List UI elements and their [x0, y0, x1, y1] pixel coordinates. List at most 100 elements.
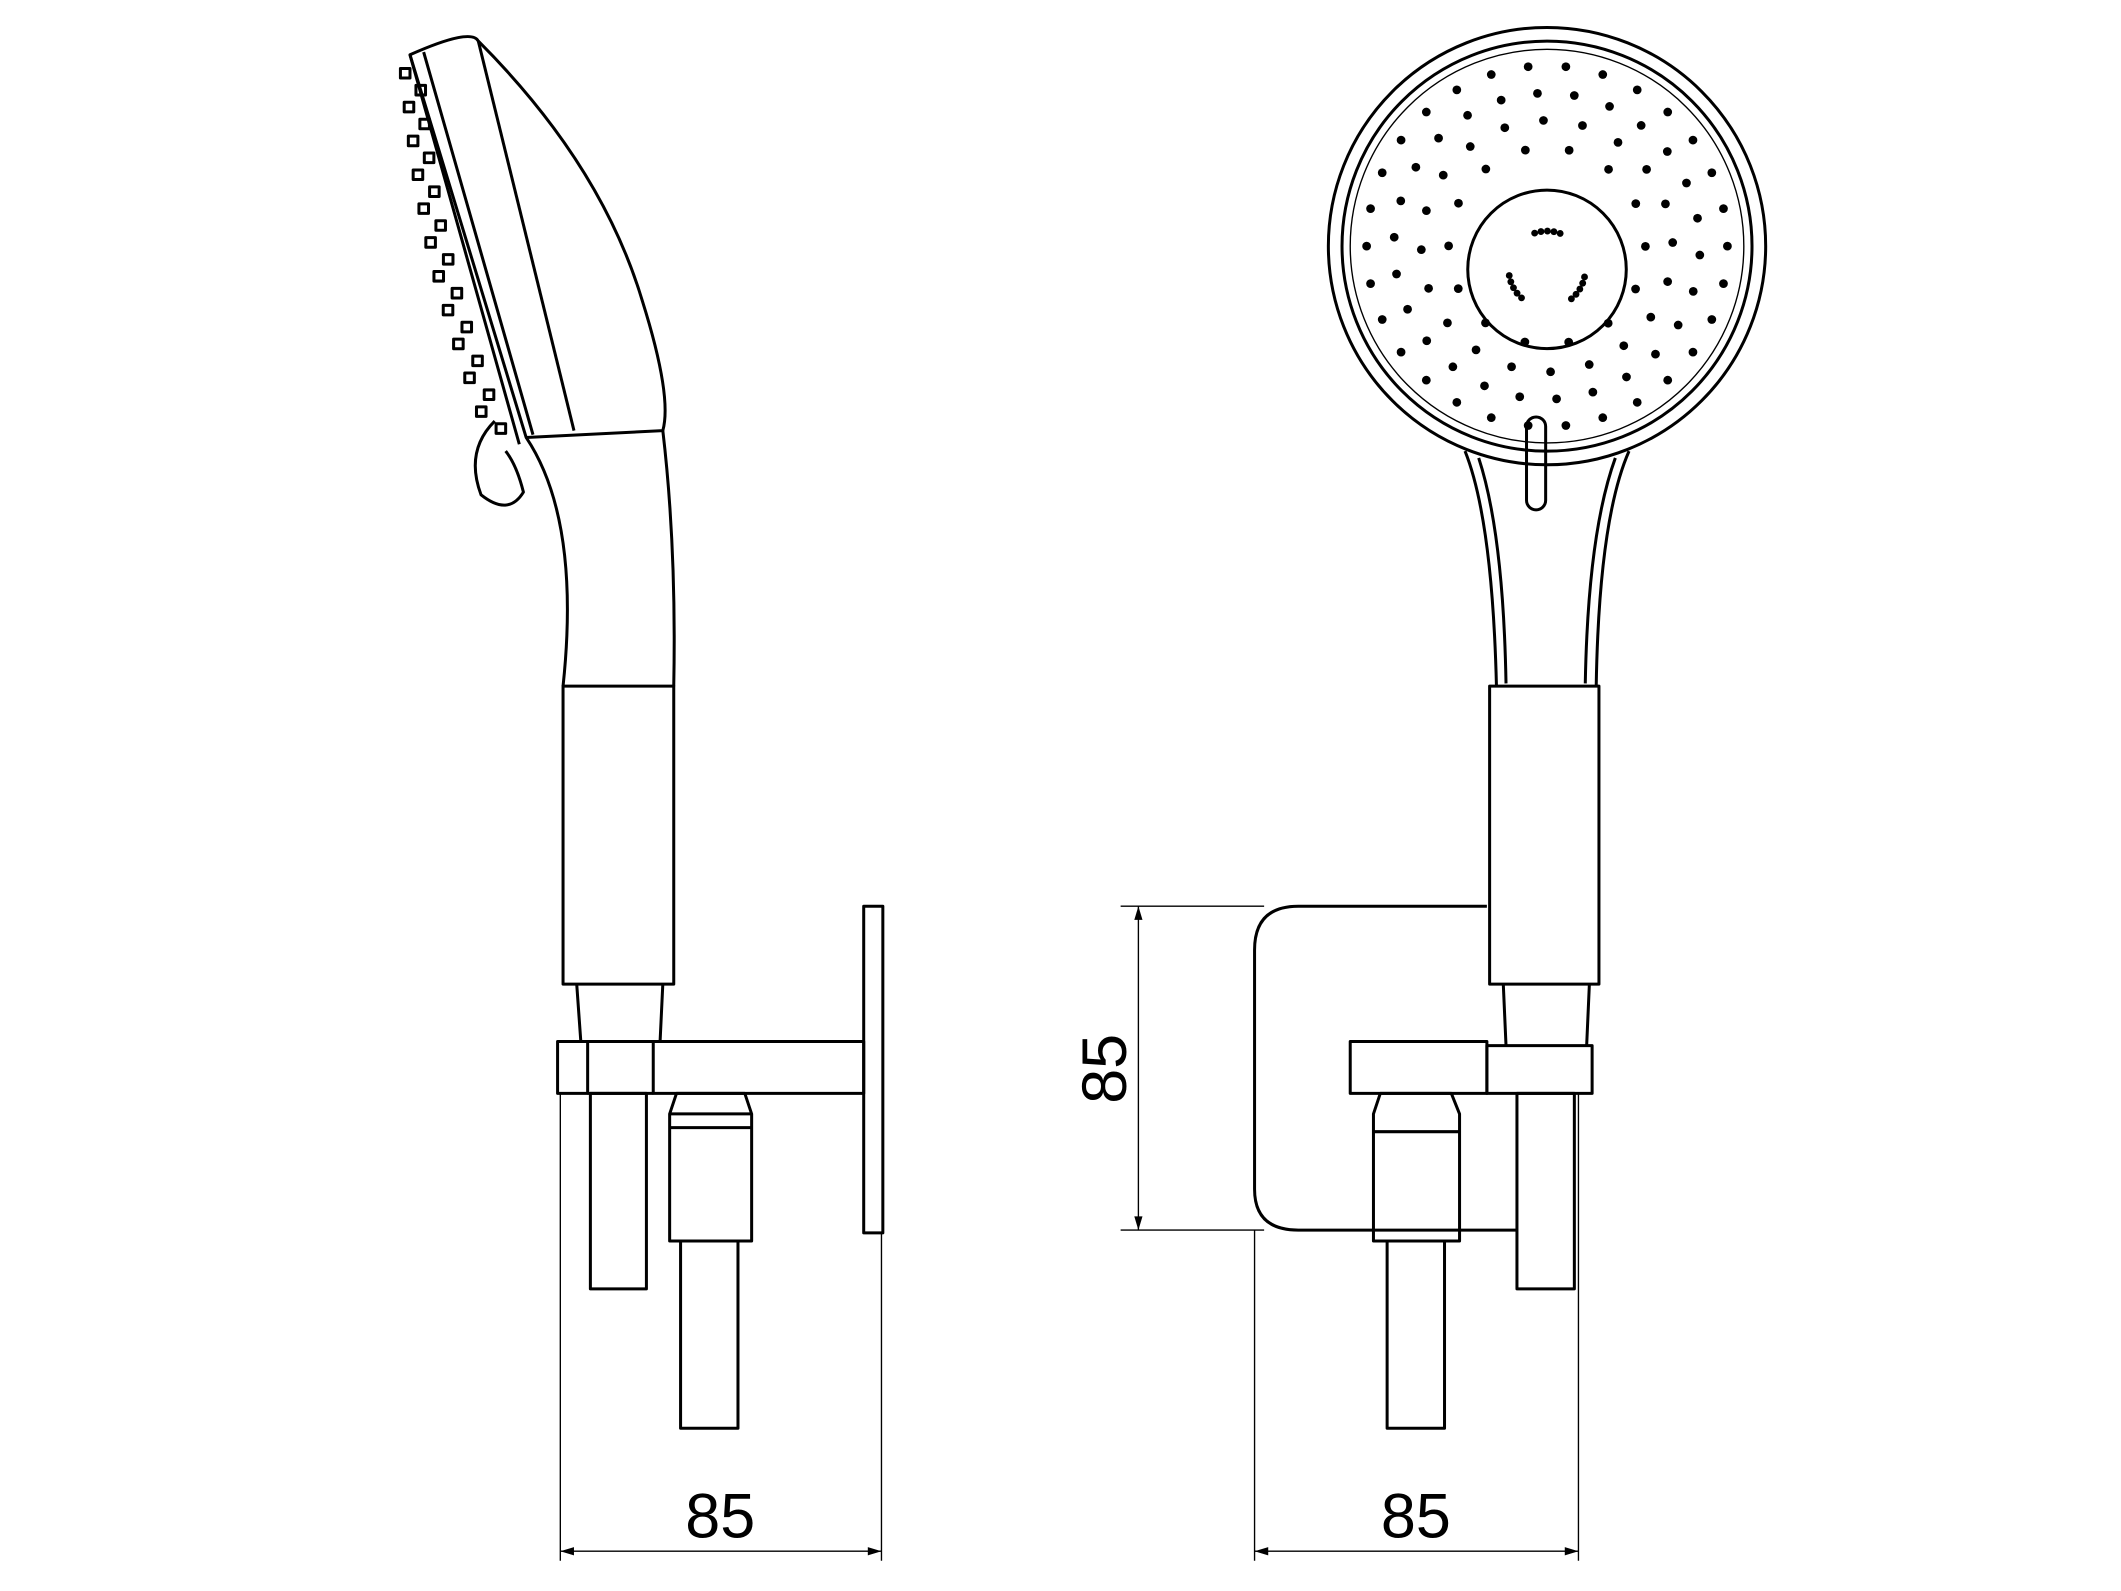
supply-pipe: [1385, 1239, 1447, 1430]
nozzle: [1507, 278, 1515, 286]
hanging-loop: [473, 419, 525, 507]
shower-head-side: [398, 35, 667, 507]
nozzle: [1662, 147, 1672, 156]
nozzle: [1598, 70, 1608, 79]
nozzle: [1631, 199, 1641, 209]
nozzle: [1510, 284, 1517, 292]
nozzle: [1518, 294, 1525, 302]
nozzle: [1546, 367, 1555, 377]
dimension-label: 85: [1070, 1034, 1140, 1104]
nozzle: [424, 236, 437, 249]
nozzle: [1631, 284, 1640, 294]
nozzle: [1673, 320, 1683, 330]
nozzle: [414, 83, 428, 97]
nozzle: [1632, 397, 1642, 407]
nozzle: [1668, 238, 1678, 247]
nozzle: [1661, 199, 1670, 209]
nozzle: [1438, 170, 1448, 180]
nozzle: [1396, 135, 1406, 145]
front-nozzles: [1362, 62, 1732, 430]
nozzle: [1471, 345, 1481, 355]
nozzle: [1520, 145, 1530, 155]
nozzle: [1403, 304, 1412, 314]
nozzle: [460, 320, 474, 334]
nozzle: [1533, 88, 1542, 98]
nozzle: [1719, 204, 1728, 213]
nozzle: [1377, 315, 1387, 324]
spray-selector-lever: [1525, 415, 1548, 512]
nozzle: [1389, 232, 1399, 242]
bracket-arm: [651, 1039, 866, 1095]
nozzle: [1663, 277, 1673, 286]
handle-sleeve: [1488, 684, 1601, 986]
nozzle: [482, 388, 496, 402]
wall-plate: [862, 904, 885, 1235]
nozzle: [1396, 347, 1406, 357]
nozzle: [1688, 286, 1698, 296]
nozzle: [1641, 241, 1650, 251]
nozzle: [1688, 135, 1698, 145]
hose-lower: [588, 1091, 648, 1291]
nozzle: [1513, 289, 1521, 297]
bracket-block: [1348, 1039, 1489, 1095]
nozzle: [1421, 375, 1431, 385]
shower-head-front: [1326, 25, 1768, 512]
holder-clamp: [556, 1039, 590, 1095]
nozzle: [1651, 349, 1660, 359]
nozzle: [474, 405, 488, 418]
nozzle: [452, 337, 465, 351]
nozzle: [417, 202, 431, 215]
nozzle: [1515, 392, 1525, 402]
nozzle: [1377, 168, 1387, 178]
nozzle: [1486, 70, 1496, 79]
nozzle: [463, 371, 476, 385]
hose-connector: [1371, 1091, 1462, 1243]
nozzle: [1604, 164, 1613, 174]
nozzle: [1572, 290, 1580, 298]
nozzle: [1693, 213, 1702, 223]
nozzle: [1434, 133, 1443, 143]
nozzle: [1642, 164, 1651, 174]
nozzle: [1682, 178, 1691, 188]
nozzle: [1448, 362, 1458, 372]
nozzle: [432, 269, 446, 283]
nozzle: [398, 66, 412, 80]
nozzle: [1505, 272, 1513, 279]
nozzle: [402, 100, 416, 114]
nozzle: [1453, 284, 1463, 293]
nozzle: [1480, 381, 1489, 391]
dimension-label: 85: [685, 1482, 755, 1552]
handle-sleeve: [561, 684, 676, 986]
nozzle: [1578, 121, 1587, 130]
nozzle: [1496, 95, 1506, 105]
front-view: 85 85: [1070, 25, 1768, 1561]
nozzle: [450, 286, 464, 300]
nozzle: [1463, 110, 1472, 120]
nozzle: [1465, 142, 1475, 151]
nozzle: [1605, 102, 1614, 111]
nozzle: [1396, 196, 1406, 206]
nozzle: [1500, 123, 1510, 133]
nozzle: [1422, 336, 1432, 346]
side-view: 85: [398, 35, 885, 1561]
nozzle: [1567, 295, 1575, 303]
nozzle: [1507, 362, 1516, 372]
nozzle: [1452, 397, 1462, 407]
nozzle: [1707, 315, 1717, 324]
nozzle: [1443, 318, 1452, 328]
height-dimension-front: 85: [1070, 905, 1265, 1231]
nozzle: [418, 117, 431, 131]
nozzle: [1723, 241, 1732, 251]
nozzle: [434, 219, 447, 232]
nozzle: [1579, 279, 1587, 287]
nozzle: [1454, 198, 1463, 208]
nozzle: [1636, 121, 1646, 130]
nozzle: [1416, 245, 1426, 255]
nozzle: [422, 151, 436, 165]
nozzle: [1362, 241, 1371, 251]
center-spray-disc: [1466, 188, 1628, 351]
nozzle: [1452, 85, 1462, 95]
nozzle: [1561, 421, 1571, 430]
nozzle: [1422, 206, 1431, 216]
